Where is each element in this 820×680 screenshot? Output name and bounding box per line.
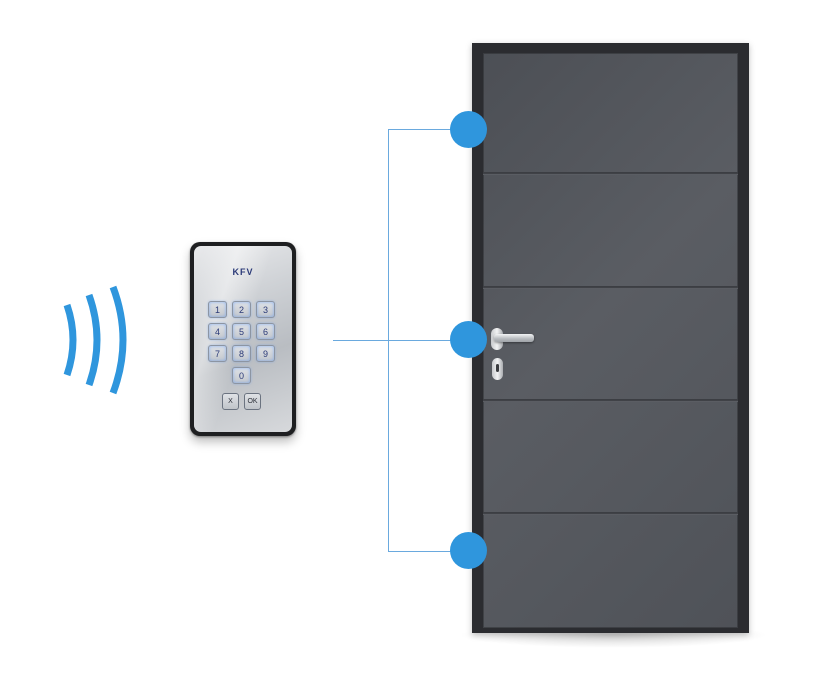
connector-line-middle <box>388 340 458 341</box>
keypad-brand-logo: KFV <box>232 267 254 277</box>
keypad-key-2[interactable]: 2 <box>232 301 251 318</box>
connector-line-horizontal <box>333 340 389 341</box>
keypad-keys: 1 2 3 4 5 6 7 8 9 0 <box>208 301 280 384</box>
keypad-key-4[interactable]: 4 <box>208 323 227 340</box>
door-panel-groove <box>483 172 738 175</box>
lock-cylinder-icon <box>492 358 503 380</box>
keypad-ok-key[interactable]: OK <box>244 393 261 410</box>
keypad-key-3[interactable]: 3 <box>256 301 275 318</box>
keypad-cancel-key[interactable]: X <box>222 393 239 410</box>
keypad-key-8[interactable]: 8 <box>232 345 251 362</box>
keypad-function-keys: X OK <box>222 393 261 410</box>
keypad-key-1[interactable]: 1 <box>208 301 227 318</box>
door-panel-groove <box>483 286 738 289</box>
lock-point-top-hotspot[interactable] <box>450 111 487 148</box>
keypad-key-5[interactable]: 5 <box>232 323 251 340</box>
connector-line-top <box>388 129 458 130</box>
door-panel-groove <box>483 512 738 515</box>
door-panel-groove <box>483 399 738 402</box>
connector-line-bottom <box>388 551 458 552</box>
keypad-key-6[interactable]: 6 <box>256 323 275 340</box>
lock-point-middle-hotspot[interactable] <box>450 321 487 358</box>
keypad-face: KFV 1 2 3 4 5 6 7 8 9 0 X OK <box>194 246 292 432</box>
keypad-device: KFV 1 2 3 4 5 6 7 8 9 0 X OK <box>190 242 296 436</box>
lock-point-bottom-hotspot[interactable] <box>450 532 487 569</box>
wireless-signal-icon <box>63 285 127 395</box>
keypad-key-0[interactable]: 0 <box>232 367 251 384</box>
keypad-key-7[interactable]: 7 <box>208 345 227 362</box>
door-handle-icon[interactable] <box>494 334 534 342</box>
keypad-key-9[interactable]: 9 <box>256 345 275 362</box>
